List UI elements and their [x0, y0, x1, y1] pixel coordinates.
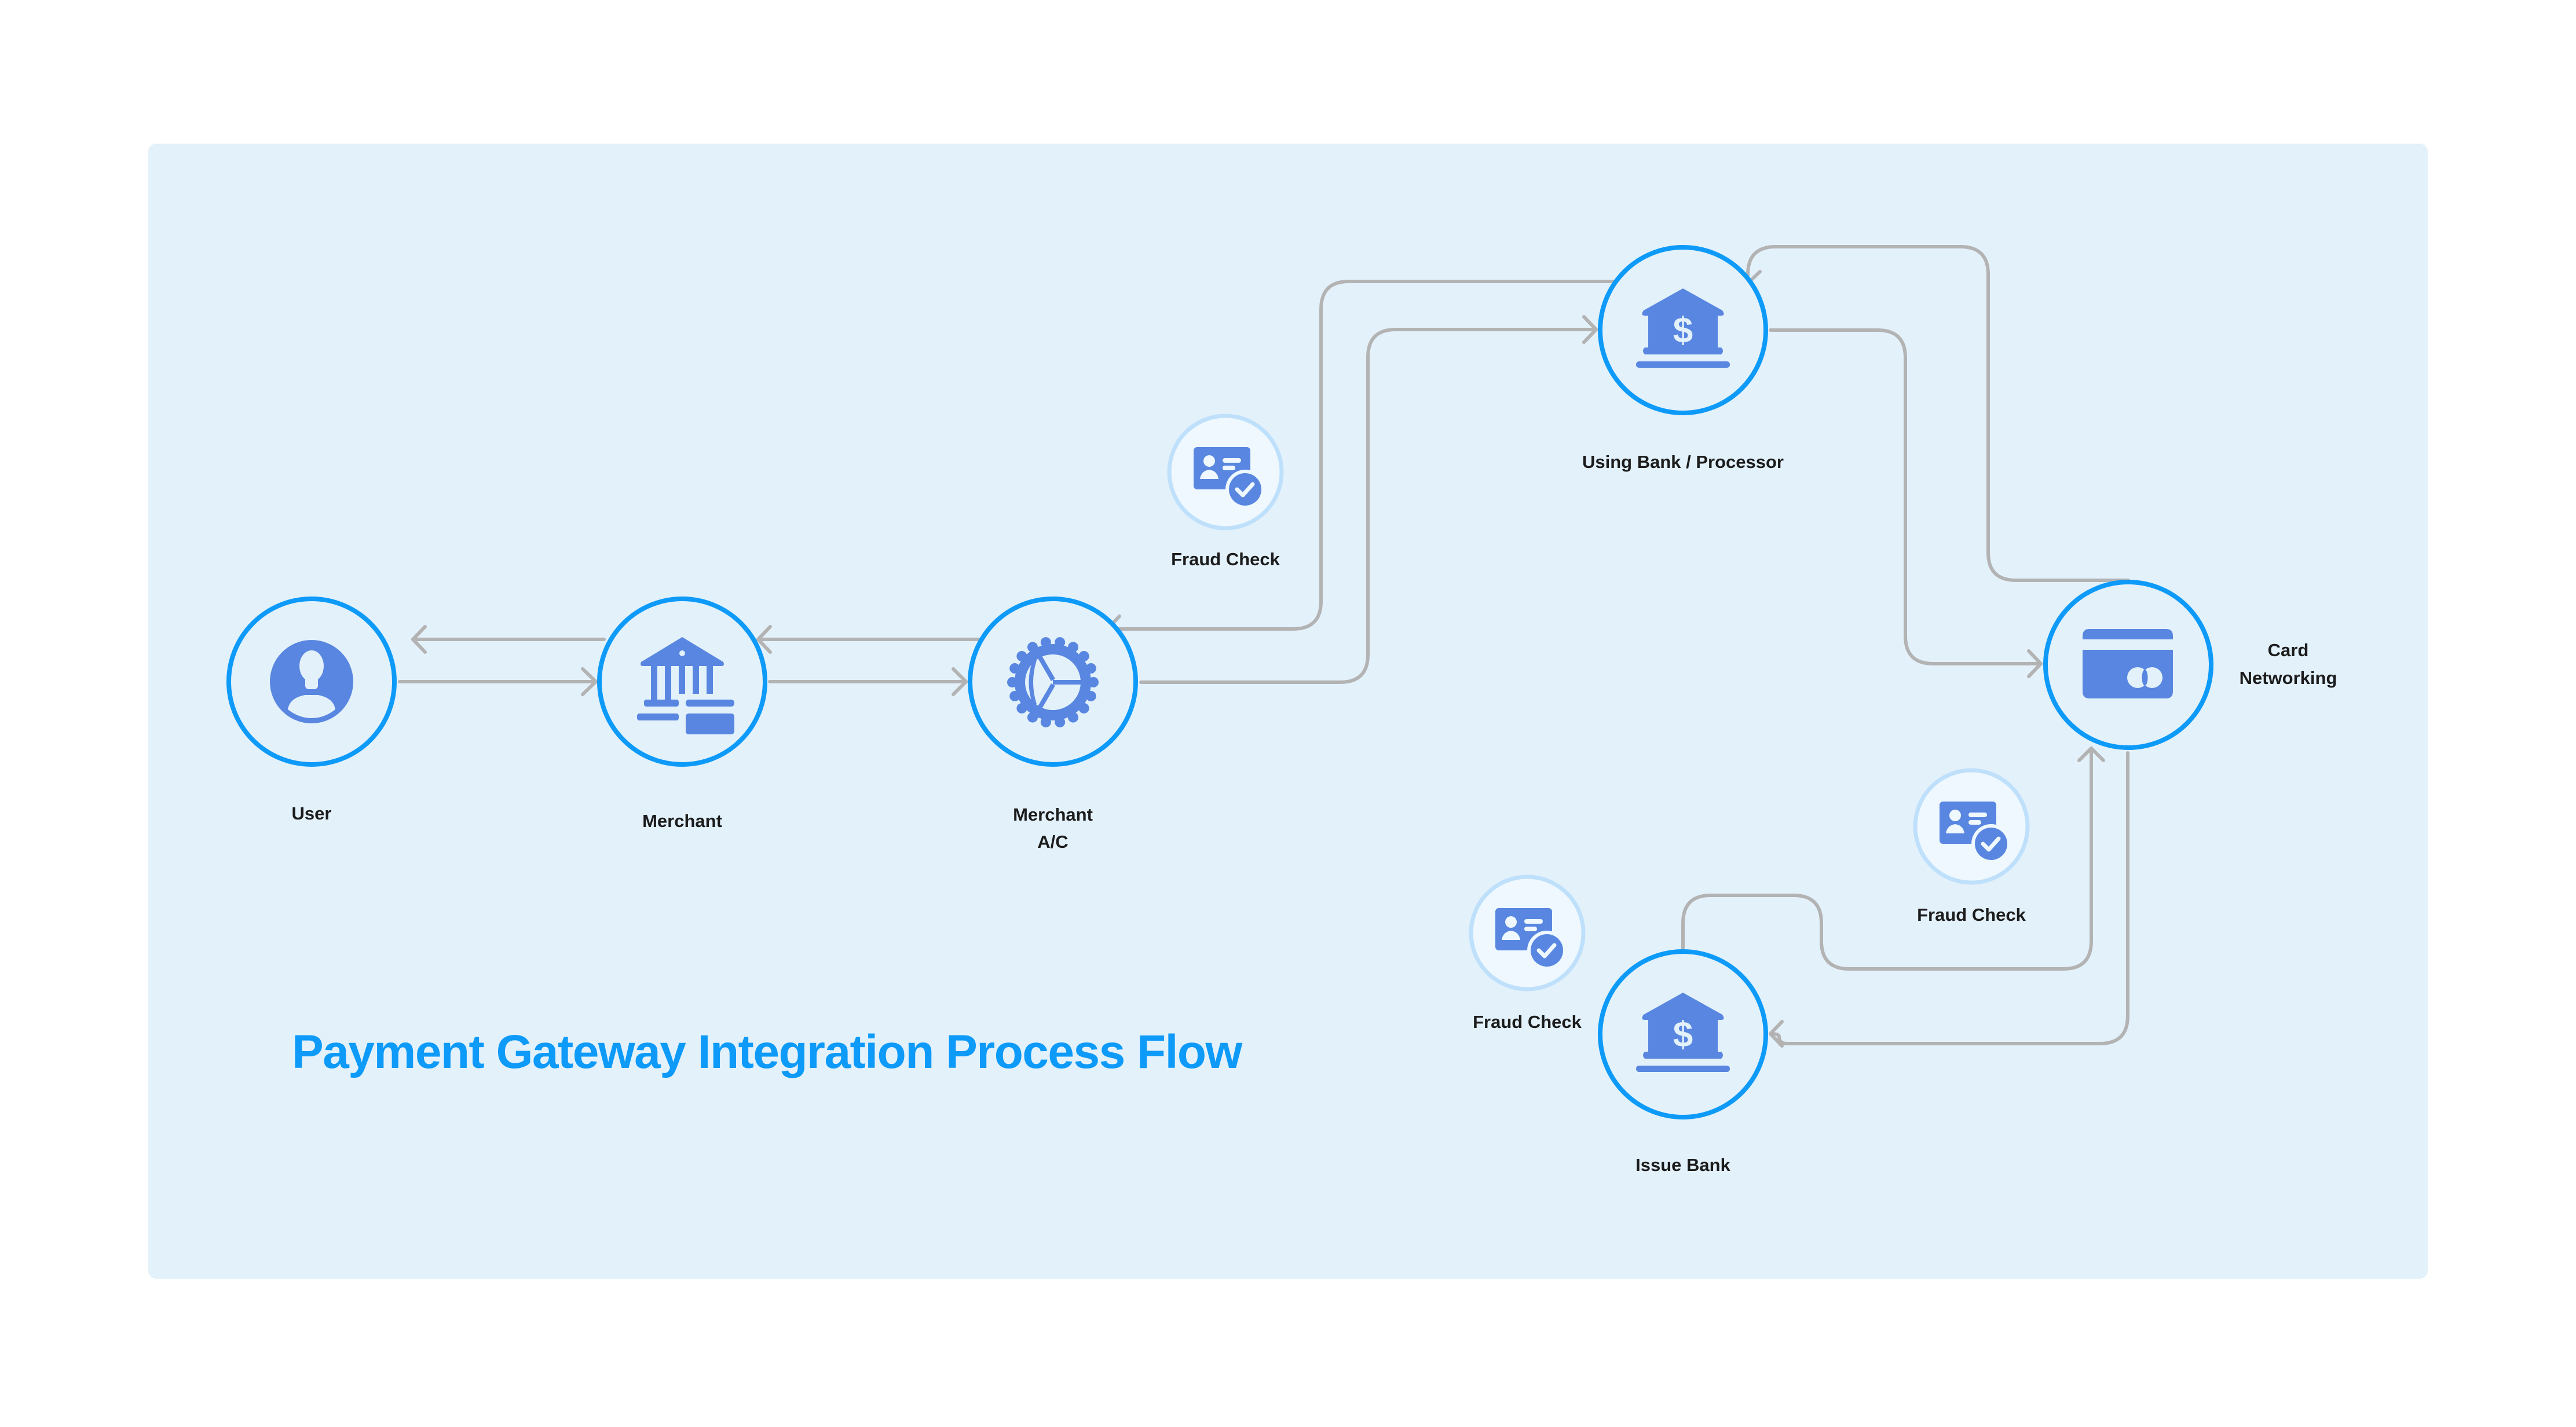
node-label: A/C	[1037, 832, 1068, 852]
node-label: Using Bank / Processor	[1582, 452, 1784, 472]
id-card-check-icon	[1194, 447, 1265, 509]
arrowhead	[756, 625, 772, 654]
node-user[interactable]: User	[226, 597, 397, 824]
node-label: Merchant	[1013, 804, 1093, 825]
node-label: Card	[2268, 640, 2309, 660]
diagram-panel	[148, 144, 2428, 1279]
edge-merchant-to-user	[411, 625, 606, 654]
svg-text:$: $	[1673, 1015, 1693, 1055]
edge-user-to-merchant	[398, 667, 598, 696]
id-card-check-icon	[1940, 802, 2011, 863]
edge-merchant-ac-to-using-bank	[1139, 315, 1598, 684]
arrowhead	[952, 667, 968, 696]
node-issue-bank[interactable]: $ Issue Bank	[1598, 949, 1768, 1175]
node-label: User	[292, 803, 332, 824]
edge-card-to-issue-bank	[1769, 751, 2129, 1048]
diagram-title: Payment Gateway Integration Process Flow	[292, 1026, 1242, 1078]
connectors	[398, 245, 2130, 1048]
fraud-check-2[interactable]: Fraud Check	[1913, 768, 2030, 925]
edge-issue-bank-to-card	[1681, 747, 2105, 971]
node-using-bank[interactable]: $ Using Bank / Processor	[1582, 245, 1784, 472]
svg-text:$: $	[1673, 310, 1693, 350]
arrowhead	[1582, 315, 1598, 344]
node-card-networking[interactable]: Card Networking	[2043, 580, 2337, 750]
fraud-check-label: Fraud Check	[1171, 549, 1280, 569]
id-card-check-icon	[1495, 908, 1567, 970]
user-avatar-icon	[270, 640, 353, 723]
node-merchant-ac[interactable]: Merchant A/C	[968, 597, 1138, 852]
edge-card-to-using-bank	[1734, 245, 2130, 582]
edge-merchant-ac-to-merchant	[756, 625, 980, 654]
node-label: Networking	[2240, 668, 2337, 688]
node-merchant[interactable]: Merchant	[597, 597, 767, 831]
fraud-check-label: Fraud Check	[1473, 1012, 1582, 1032]
fraud-check-1[interactable]: Fraud Check	[1167, 414, 1284, 569]
credit-card-icon	[2083, 629, 2173, 698]
arrowhead	[2077, 747, 2105, 762]
fraud-check-3[interactable]: Fraud Check	[1469, 875, 1586, 1032]
fraud-check-label: Fraud Check	[1917, 905, 2026, 925]
arrowhead	[1769, 1020, 1784, 1048]
node-label: Issue Bank	[1635, 1155, 1730, 1175]
arrowhead	[581, 667, 598, 696]
bank-dollar-icon: $	[1636, 993, 1730, 1072]
edge-using-bank-to-card	[1769, 328, 2043, 678]
bank-with-card-icon	[637, 637, 734, 734]
arrowhead	[2027, 649, 2043, 678]
edge-merchant-to-merchant-ac	[768, 667, 968, 696]
arrowhead	[411, 625, 427, 654]
node-label: Merchant	[642, 811, 722, 831]
gear-icon	[1007, 637, 1099, 727]
bank-dollar-icon: $	[1636, 288, 1730, 368]
